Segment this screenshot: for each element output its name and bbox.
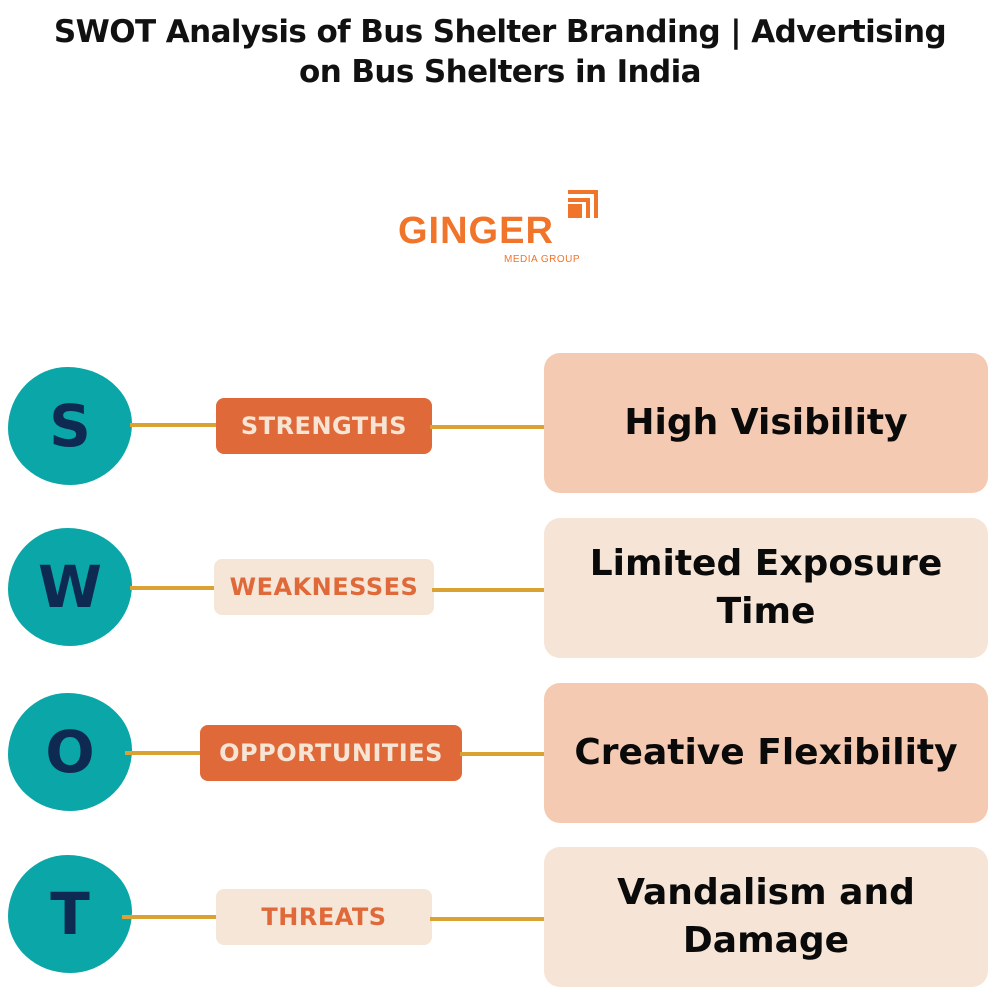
logo-subtitle: MEDIA GROUP [504,254,581,265]
page-title: SWOT Analysis of Bus Shelter Branding | … [0,12,1000,92]
swot-row-strengths: S STRENGTHS High Visibility [0,353,1000,493]
connector-line [460,752,546,756]
label-threats: THREATS [216,889,432,945]
swot-row-opportunities: O OPPORTUNITIES Creative Flexibility [0,683,1000,823]
connector-line [122,915,218,919]
connector-line [430,917,548,921]
opportunity-box: Creative Flexibility [544,683,988,823]
ginger-logo: GINGER MEDIA GROUP [398,190,608,270]
swot-row-weaknesses: W WEAKNESSES Limited Exposure Time [0,518,1000,658]
connector-line [432,588,546,592]
title-line-1: SWOT Analysis of Bus Shelter Branding | … [53,14,947,50]
letter-circle-w: W [8,528,132,646]
label-opportunities: OPPORTUNITIES [200,725,462,781]
letter-circle-t: T [8,855,132,973]
connector-line [125,751,205,755]
weakness-box: Limited Exposure Time [544,518,988,658]
logo-mark-icon [568,190,598,218]
strength-box: High Visibility [544,353,988,493]
connector-line [430,425,546,429]
logo-wordmark: GINGER [398,210,554,252]
title-line-2: on Bus Shelters in India [299,54,702,90]
threat-box: Vandalism and Damage [544,847,988,987]
letter-circle-o: O [8,693,132,811]
swot-row-threats: T THREATS Vandalism and Damage [0,847,1000,987]
label-strengths: STRENGTHS [216,398,432,454]
connector-line [130,586,218,590]
letter-circle-s: S [8,367,132,485]
connector-line [130,423,218,427]
label-weaknesses: WEAKNESSES [214,559,434,615]
